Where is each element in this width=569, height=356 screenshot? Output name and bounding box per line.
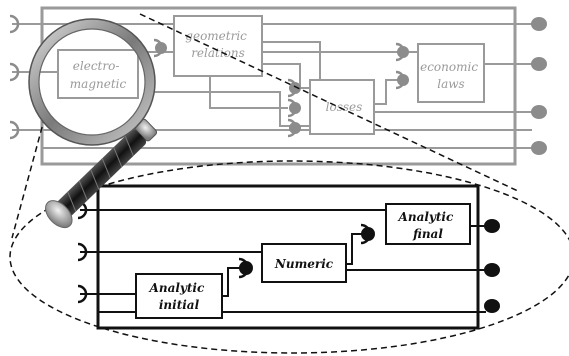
analytic-final-block [385, 203, 471, 245]
magnifier-handle [45, 118, 158, 229]
top-input-port-1 [9, 14, 20, 34]
magnifier-icon: electro- magnetic [28, 18, 158, 229]
detail-system: Analytic initial Numeric Analytic final [77, 184, 500, 330]
zoom-ellipse [9, 160, 569, 354]
top-output-ports [531, 17, 547, 155]
detail-output-port-2 [484, 263, 500, 277]
electromagnetic-block [57, 49, 139, 99]
top-internal-connectors [153, 38, 409, 138]
detail-output-port-3 [484, 299, 500, 313]
top-output-port-2 [531, 57, 547, 71]
losses-label: losses [326, 100, 363, 114]
economic-laws-block [417, 43, 485, 103]
top-output-port-3 [531, 105, 547, 119]
magnifier-rim [29, 19, 155, 145]
top-input-port-3 [9, 120, 20, 140]
top-input-ports [9, 14, 20, 140]
detail-input-port-2 [77, 242, 88, 262]
numeric-block [261, 243, 347, 283]
analytic-final-label: Analytic final [398, 210, 458, 241]
top-input-port-2 [9, 62, 20, 82]
numeric-label: Numeric [274, 257, 334, 271]
economic-laws-label: economic laws [420, 60, 482, 91]
detail-internal-connectors [238, 223, 375, 279]
top-output-port-4 [531, 141, 547, 155]
top-output-port-1 [531, 17, 547, 31]
electromagnetic-label: electro- magnetic [70, 59, 127, 91]
analytic-initial-block [135, 273, 223, 319]
geometric-relations-block [173, 15, 263, 77]
detail-input-port-3 [77, 284, 88, 304]
detail-output-ports [484, 219, 500, 313]
losses-block [309, 79, 375, 135]
detail-output-port-1 [484, 219, 500, 233]
analytic-initial-label: Analytic initial [149, 281, 209, 312]
